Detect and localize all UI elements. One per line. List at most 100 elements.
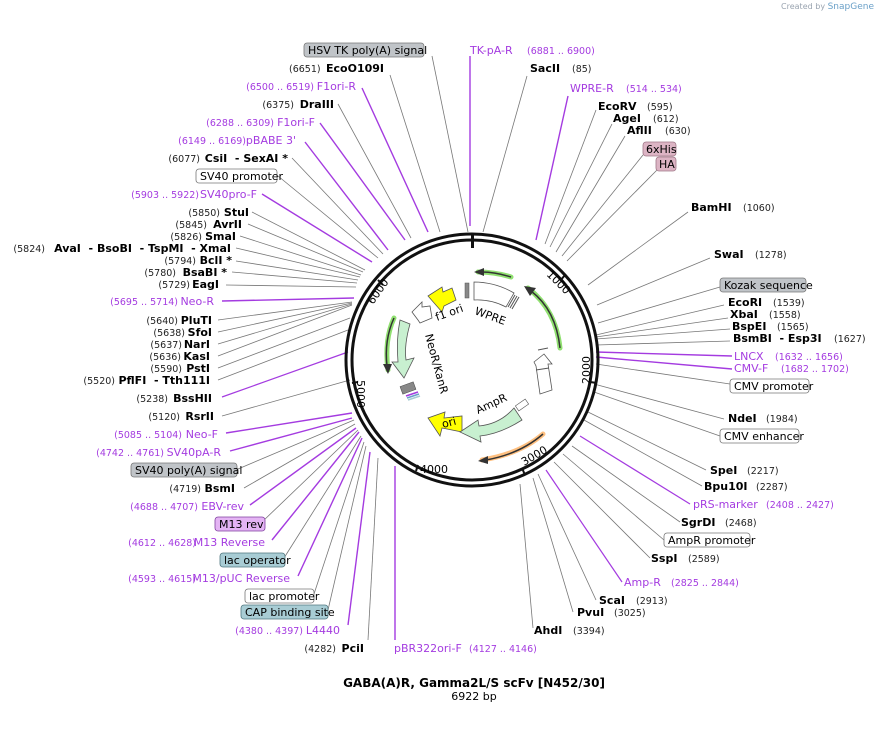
feature-cap-binding-site[interactable]: CAP binding site	[245, 606, 335, 619]
svg-text:(3394): (3394)	[573, 626, 605, 637]
enzyme-aflii[interactable]: AflII	[627, 124, 652, 137]
svg-text:(6375): (6375)	[262, 100, 294, 111]
enzyme-pvui[interactable]: PvuI	[577, 606, 604, 619]
feature-sv40-polya[interactable]: SV40 poly(A) signal	[135, 464, 242, 477]
svg-text:(5636): (5636)	[149, 352, 181, 363]
enzyme-sfoi[interactable]: SfoI	[188, 326, 212, 339]
feature-lac-promoter[interactable]: lac promoter	[249, 590, 320, 603]
enzyme-ndei[interactable]: NdeI	[728, 412, 757, 425]
enzyme-rsrii[interactable]: RsrII	[185, 410, 214, 423]
enzyme-nari[interactable]: NarI	[184, 338, 210, 351]
svg-text:(5845): (5845)	[175, 220, 207, 231]
enzyme-agei[interactable]: AgeI	[613, 112, 641, 125]
svg-text:(595): (595)	[647, 102, 673, 113]
feature-cmv-promoter[interactable]: CMV promoter	[734, 380, 814, 393]
svg-text:(5640): (5640)	[146, 316, 178, 327]
primer-cmv-f[interactable]: CMV-F	[734, 362, 768, 375]
enzyme-smai[interactable]: SmaI	[205, 230, 236, 243]
leader-lines	[217, 55, 733, 641]
svg-text:(5120): (5120)	[148, 412, 180, 423]
enzyme-bsabi[interactable]: BsaBI *	[183, 266, 228, 279]
enzyme-spei[interactable]: SpeI	[710, 464, 737, 477]
svg-text:(4688 .. 4707): (4688 .. 4707)	[130, 502, 198, 513]
svg-text:(5637): (5637)	[150, 340, 182, 351]
primer-wpre-r[interactable]: WPRE-R	[570, 82, 614, 95]
enzyme-ecori[interactable]: EcoRI	[728, 296, 762, 309]
enzyme-psti[interactable]: PstI	[186, 362, 210, 375]
feature-6xhis[interactable]: 6xHis	[646, 143, 677, 156]
primer-prs-marker[interactable]: pRS-marker	[693, 498, 758, 511]
svg-text:(2287): (2287)	[756, 482, 788, 493]
primer-pbabe-3[interactable]: pBABE 3'	[246, 134, 296, 147]
enzyme-sacii[interactable]: SacII	[530, 62, 560, 75]
svg-text:(2825 .. 2844): (2825 .. 2844)	[671, 578, 739, 589]
feature-kozak[interactable]: Kozak sequence	[724, 279, 813, 292]
feature-hsv-tk-polya[interactable]: HSV TK poly(A) signal	[308, 44, 427, 57]
svg-text:(4719): (4719)	[169, 484, 201, 495]
primer-m13-puc-reverse[interactable]: M13/pUC Reverse	[192, 572, 290, 585]
svg-text:(1682 .. 1702): (1682 .. 1702)	[781, 364, 849, 375]
primer-sv40pro-f[interactable]: SV40pro-F	[200, 188, 257, 201]
feature-ampr-promoter[interactable]: AmpR promoter	[668, 534, 756, 547]
primer-pbr322ori-f[interactable]: pBR322ori-F	[394, 642, 462, 655]
primer-m13-reverse[interactable]: M13 Reverse	[194, 536, 265, 549]
enzyme-stui[interactable]: StuI	[224, 206, 249, 219]
svg-text:(2913): (2913)	[636, 596, 668, 607]
svg-text:(5238): (5238)	[136, 394, 168, 405]
enzyme-pflfi-tth111i[interactable]: PflFI - Tth111I	[118, 374, 210, 387]
enzyme-kasi[interactable]: KasI	[183, 350, 210, 363]
feature-lac-operator[interactable]: lac operator	[224, 554, 291, 567]
enzyme-ecoo109i[interactable]: EcoO109I	[326, 62, 384, 75]
enzyme-draiii[interactable]: DraIII	[300, 98, 334, 111]
svg-text:(6651): (6651)	[289, 64, 321, 75]
enzyme-csii-sexai[interactable]: CsiI - SexAI *	[205, 152, 288, 165]
enzyme-bspei[interactable]: BspEI	[732, 320, 766, 333]
enzyme-bsshii[interactable]: BssHII	[173, 392, 212, 405]
feature-ha[interactable]: HA	[659, 158, 675, 171]
enzyme-xbai[interactable]: XbaI	[730, 308, 758, 321]
enzyme-swai[interactable]: SwaI	[714, 248, 744, 261]
enzyme-ahdi[interactable]: AhdI	[534, 624, 562, 637]
neor-kanr-arrow	[391, 319, 415, 379]
primer-neo-f[interactable]: Neo-F	[186, 428, 218, 441]
primer-amp-r[interactable]: Amp-R	[624, 576, 661, 589]
primer-lncx[interactable]: LNCX	[734, 350, 764, 363]
svg-text:(4127 .. 4146): (4127 .. 4146)	[469, 644, 537, 655]
feature-cmv-enhancer[interactable]: CMV enhancer	[724, 430, 804, 443]
ori-label: ori	[440, 415, 457, 431]
primer-tk-pa-r[interactable]: TK-pA-R	[469, 44, 513, 57]
svg-text:(5903 .. 5922): (5903 .. 5922)	[131, 190, 199, 201]
enzyme-avai-group[interactable]: AvaI - BsoBI - TspMI - XmaI	[54, 242, 231, 255]
enzyme-sgrdi[interactable]: SgrDI	[681, 516, 715, 529]
svg-text:(2589): (2589)	[688, 554, 720, 565]
enzyme-pcii[interactable]: PciI	[342, 642, 364, 655]
enzyme-bcli[interactable]: BclI *	[200, 254, 233, 267]
wpre-label: WPRE	[473, 305, 508, 328]
enzyme-pluti[interactable]: PluTI	[181, 314, 212, 327]
neor-kanr-label: NeoR/KanR	[422, 332, 451, 395]
feature-sv40-promoter[interactable]: SV40 promoter	[200, 170, 284, 183]
primer-neo-r[interactable]: Neo-R	[180, 295, 214, 308]
enzyme-bpu10i[interactable]: Bpu10I	[704, 480, 748, 493]
enzyme-bsmbi-esp3i[interactable]: BsmBI - Esp3I	[733, 332, 822, 345]
svg-text:(4282): (4282)	[304, 644, 336, 655]
enzyme-eagi[interactable]: EagI	[192, 278, 219, 291]
primer-l4440[interactable]: L4440	[306, 624, 340, 637]
credit-prefix: Created by	[781, 2, 826, 11]
enzyme-scai[interactable]: ScaI	[599, 594, 625, 607]
primer-f1ori-f[interactable]: F1ori-F	[277, 116, 315, 129]
svg-text:(612): (612)	[653, 114, 679, 125]
enzyme-bamhi[interactable]: BamHI	[691, 201, 732, 214]
enzyme-bsmi[interactable]: BsmI	[205, 482, 236, 495]
enzyme-sspi[interactable]: SspI	[651, 552, 677, 565]
svg-text:(4612 .. 4628): (4612 .. 4628)	[128, 538, 196, 549]
enzyme-ecorv[interactable]: EcoRV	[598, 100, 637, 113]
svg-text:(1565): (1565)	[777, 322, 809, 333]
feature-m13-rev[interactable]: M13 rev	[219, 518, 264, 531]
primer-ebv-rev[interactable]: EBV-rev	[201, 500, 244, 513]
enzyme-avrii[interactable]: AvrII	[213, 218, 242, 231]
primer-f1ori-r[interactable]: F1ori-R	[317, 80, 357, 93]
primer-sv40pa-r[interactable]: SV40pA-R	[167, 446, 222, 459]
cmv-arrow	[533, 353, 553, 395]
